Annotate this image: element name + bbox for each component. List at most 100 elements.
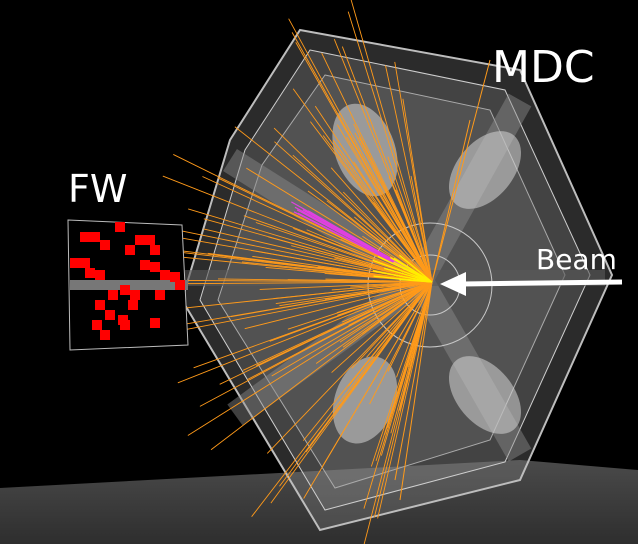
track-line (303, 281, 433, 499)
track-line (279, 281, 433, 487)
fw-hits (70, 222, 185, 340)
fw-hit-cell (92, 320, 102, 330)
mdc-label: MDC (492, 42, 595, 93)
track-line (383, 267, 433, 283)
track-line (389, 256, 433, 283)
fw-hit-cell (160, 270, 170, 280)
track-line (310, 121, 433, 283)
track-line (170, 281, 433, 285)
track-line (187, 281, 433, 436)
fw-hit-cell (108, 290, 118, 300)
fw-hit-cell (105, 310, 115, 320)
fw-hit-cell (70, 258, 80, 268)
track-line (370, 281, 433, 467)
track-line (386, 281, 433, 429)
track-line (341, 46, 433, 283)
track-line (347, 11, 433, 283)
fw-hit-cell (130, 290, 140, 300)
beam-arrow (440, 272, 623, 296)
fw-hit-cell (100, 330, 110, 340)
fw-hit-cell (120, 285, 130, 295)
track-line (259, 281, 433, 290)
track-line (330, 167, 433, 283)
fw-hit-cell (90, 232, 100, 242)
track-line (377, 281, 433, 519)
track-line (385, 65, 433, 283)
track-line (288, 18, 433, 283)
forward-wall (67, 219, 189, 351)
fw-hit-cell (150, 262, 160, 272)
track-line (210, 281, 433, 451)
track-line (349, 281, 433, 296)
track-line (399, 281, 433, 501)
fw-hit-cell (80, 232, 90, 242)
track-line (431, 59, 491, 283)
fw-hit-cell (85, 268, 95, 278)
track-line (366, 281, 433, 358)
track-line (369, 281, 433, 405)
track-line (287, 281, 433, 330)
track-line (321, 52, 433, 283)
track-line (326, 200, 433, 283)
track-line (251, 281, 433, 517)
track-line (162, 175, 433, 283)
track-line (244, 281, 433, 330)
track-line (387, 156, 433, 283)
fw-hit-cell (170, 272, 180, 282)
track-line (217, 278, 433, 283)
track-line (353, 161, 433, 283)
fw-hit-cell (120, 320, 130, 330)
track-line (307, 190, 433, 283)
track-line (266, 281, 433, 454)
track-line (350, 0, 433, 283)
track-line (219, 281, 433, 385)
track-line (398, 254, 433, 283)
particle-tracks (132, 0, 491, 544)
fw-hit-cell (100, 240, 110, 250)
track-line (252, 255, 433, 283)
track-line (394, 281, 433, 481)
track-line (351, 281, 433, 369)
track-line (242, 281, 433, 371)
track-line (275, 281, 433, 305)
track-line (331, 281, 433, 291)
track-line (274, 141, 433, 283)
fw-hit-cell (128, 300, 138, 310)
fw-hit-cell (150, 318, 160, 328)
fw-hit-cell (140, 260, 150, 270)
fw-hit-cell (145, 235, 155, 245)
track-line (396, 281, 433, 378)
track-line (410, 175, 433, 283)
track-line (362, 281, 433, 334)
fw-hit-cell (80, 258, 90, 268)
fw-label: FW (68, 167, 128, 211)
track-line (292, 88, 433, 283)
track-line (203, 228, 433, 283)
fw-hit-cell (155, 290, 165, 300)
track-line (295, 42, 433, 283)
track-line (302, 281, 433, 441)
fw-hit-cell (115, 222, 125, 232)
beam-label: Beam (536, 243, 617, 276)
fw-hit-cell (150, 245, 160, 255)
track-line (177, 281, 433, 384)
fw-hit-cell (95, 270, 105, 280)
track-line (331, 281, 433, 373)
floor-plane (0, 460, 638, 544)
track-line (345, 281, 433, 329)
track-line (273, 127, 433, 283)
track-line (388, 176, 433, 283)
track-line (373, 275, 433, 283)
track-line (273, 281, 433, 300)
track-line (180, 230, 433, 283)
fw-hit-cell (125, 245, 135, 255)
fw-hit-cell (95, 300, 105, 310)
mdc-detector (180, 28, 614, 532)
track-line (147, 246, 433, 283)
track-line (399, 281, 433, 411)
fw-hit-cell (135, 235, 145, 245)
track-line (394, 61, 433, 283)
fw-hit-cell (175, 280, 185, 290)
track-line (271, 281, 433, 377)
